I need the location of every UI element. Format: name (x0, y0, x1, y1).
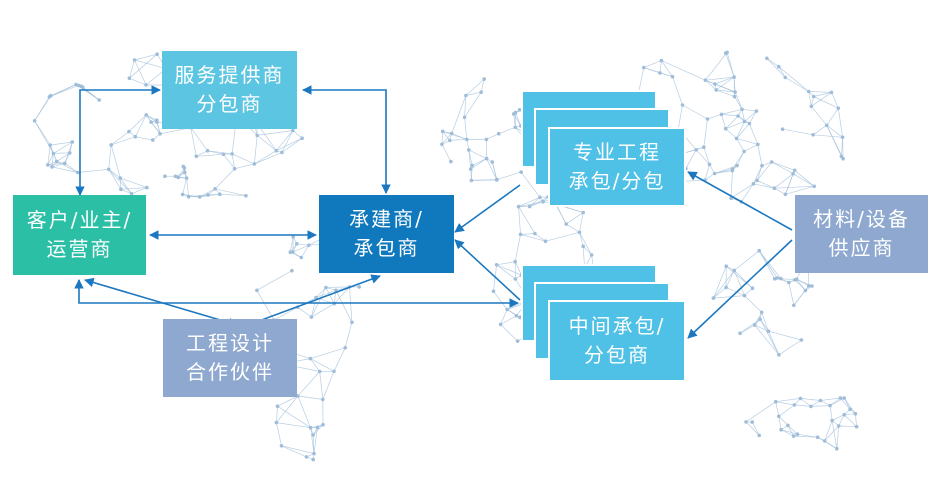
design-partner-line-2: 合作伙伴 (186, 360, 274, 384)
specialty-line-1: 专业工程 (573, 140, 661, 164)
design-partner-box[interactable]: 工程设计 合作伙伴 (163, 319, 297, 397)
contractor-box[interactable]: 承建商/ 承包商 (319, 195, 454, 273)
intermediate-line-1: 中间承包/ (568, 314, 666, 338)
supplier-line-2: 供应商 (828, 236, 895, 260)
arrow-intermediate-contractor (454, 239, 521, 301)
service-provider-line-2: 分包商 (196, 92, 263, 116)
arrow-supplier-specialty (687, 171, 793, 231)
intermediate-line-2: 分包商 (584, 343, 650, 367)
contractor-line-2: 承包商 (353, 236, 420, 260)
design-partner-line-1: 工程设计 (186, 331, 274, 355)
arrow-client-intermediate (74, 279, 519, 308)
client-owner-line-1: 客户/业主/ (26, 208, 133, 232)
arrow-specialty-contractor (454, 184, 521, 233)
service-provider-line-1: 服务提供商 (174, 63, 285, 87)
client-owner-line-2: 运营商 (46, 237, 113, 261)
intermediate-contractor-box[interactable]: 中间承包/ 分包商 (548, 300, 686, 382)
arrow-supplier-intermediate (687, 239, 793, 339)
service-provider-box[interactable]: 服务提供商 分包商 (162, 51, 297, 129)
arrow-service-contractor (302, 85, 391, 194)
contractor-line-1: 承建商/ (349, 207, 424, 231)
specialty-contractor-box[interactable]: 专业工程 承包/分包 (548, 127, 686, 207)
supplier-box[interactable]: 材料/设备 供应商 (795, 195, 928, 273)
client-owner-box[interactable]: 客户/业主/ 运营商 (13, 195, 146, 275)
specialty-line-2: 承包/分包 (568, 169, 666, 193)
supplier-line-1: 材料/设备 (813, 207, 910, 231)
arrow-client-service (75, 85, 161, 196)
